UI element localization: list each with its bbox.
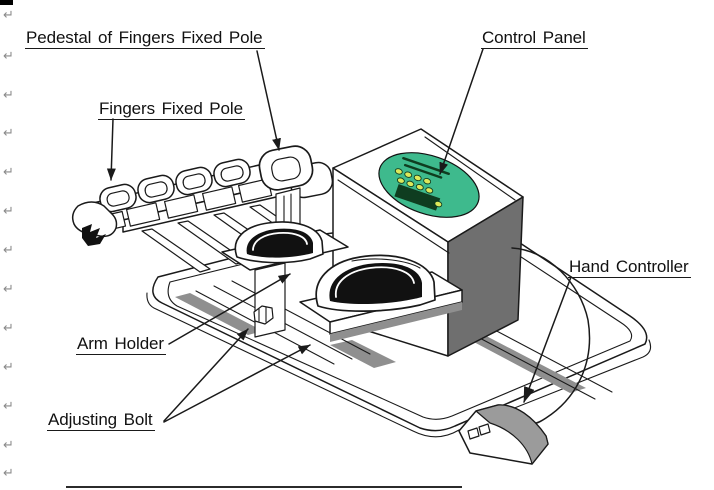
control-panel-arrow: [439, 48, 484, 175]
control-panel-surface: [378, 152, 480, 218]
paragraph-mark-icon: ↵: [3, 49, 14, 64]
paragraph-mark-icon: ↵: [3, 8, 14, 23]
paragraph-mark-icon: ↵: [3, 321, 14, 336]
support-column: [253, 262, 286, 338]
finger-arches: [99, 158, 251, 213]
hand-controller-device: [458, 404, 549, 465]
arm-holder-arrow: [168, 273, 291, 345]
label-arm-holder: Arm Holder: [76, 334, 166, 355]
adjusting-bolt-part: [253, 305, 274, 325]
paragraph-mark-icon: ↵: [3, 88, 14, 103]
label-control-panel: Control Panel: [481, 28, 588, 49]
paragraph-mark-icon: ↵: [3, 360, 14, 375]
paragraph-mark-icon: ↵: [3, 466, 14, 481]
arm-holder-left: [221, 221, 349, 271]
controller-cable: [511, 247, 591, 424]
label-pedestal-of-fingers-fixed-pole: Pedestal of Fingers Fixed Pole: [25, 28, 265, 49]
paragraph-mark-icon: ↵: [3, 282, 14, 297]
top-left-marker: [0, 0, 13, 5]
label-fingers-fixed-pole: Fingers Fixed Pole: [98, 99, 245, 120]
fingers-pole-arrow: [106, 118, 116, 181]
leader-lines: [106, 48, 572, 423]
label-adjusting-bolt: Adjusting Bolt: [47, 410, 155, 431]
adjusting-bolt-arrow-2: [163, 344, 311, 423]
paragraph-mark-icon: ↵: [3, 165, 14, 180]
pedestal-arrow: [256, 50, 281, 151]
controller-buttons: [467, 423, 491, 440]
paragraph-mark-icon: ↵: [3, 438, 14, 453]
thumb-holder: [71, 201, 118, 246]
label-hand-controller: Hand Controller: [568, 257, 691, 278]
panel-display: [394, 184, 441, 211]
paragraph-mark-icon: ↵: [3, 243, 14, 258]
hand-controller-arrow: [523, 276, 572, 403]
separator-line: [66, 486, 462, 488]
panel-buttons: [394, 168, 443, 208]
adjusting-bolt-arrow-1: [163, 328, 249, 422]
finger-blocks: [98, 178, 273, 233]
paragraph-mark-icon: ↵: [3, 399, 14, 414]
arm-holder-right: [299, 254, 463, 342]
paragraph-mark-icon: ↵: [3, 126, 14, 141]
paragraph-mark-icon: ↵: [3, 204, 14, 219]
